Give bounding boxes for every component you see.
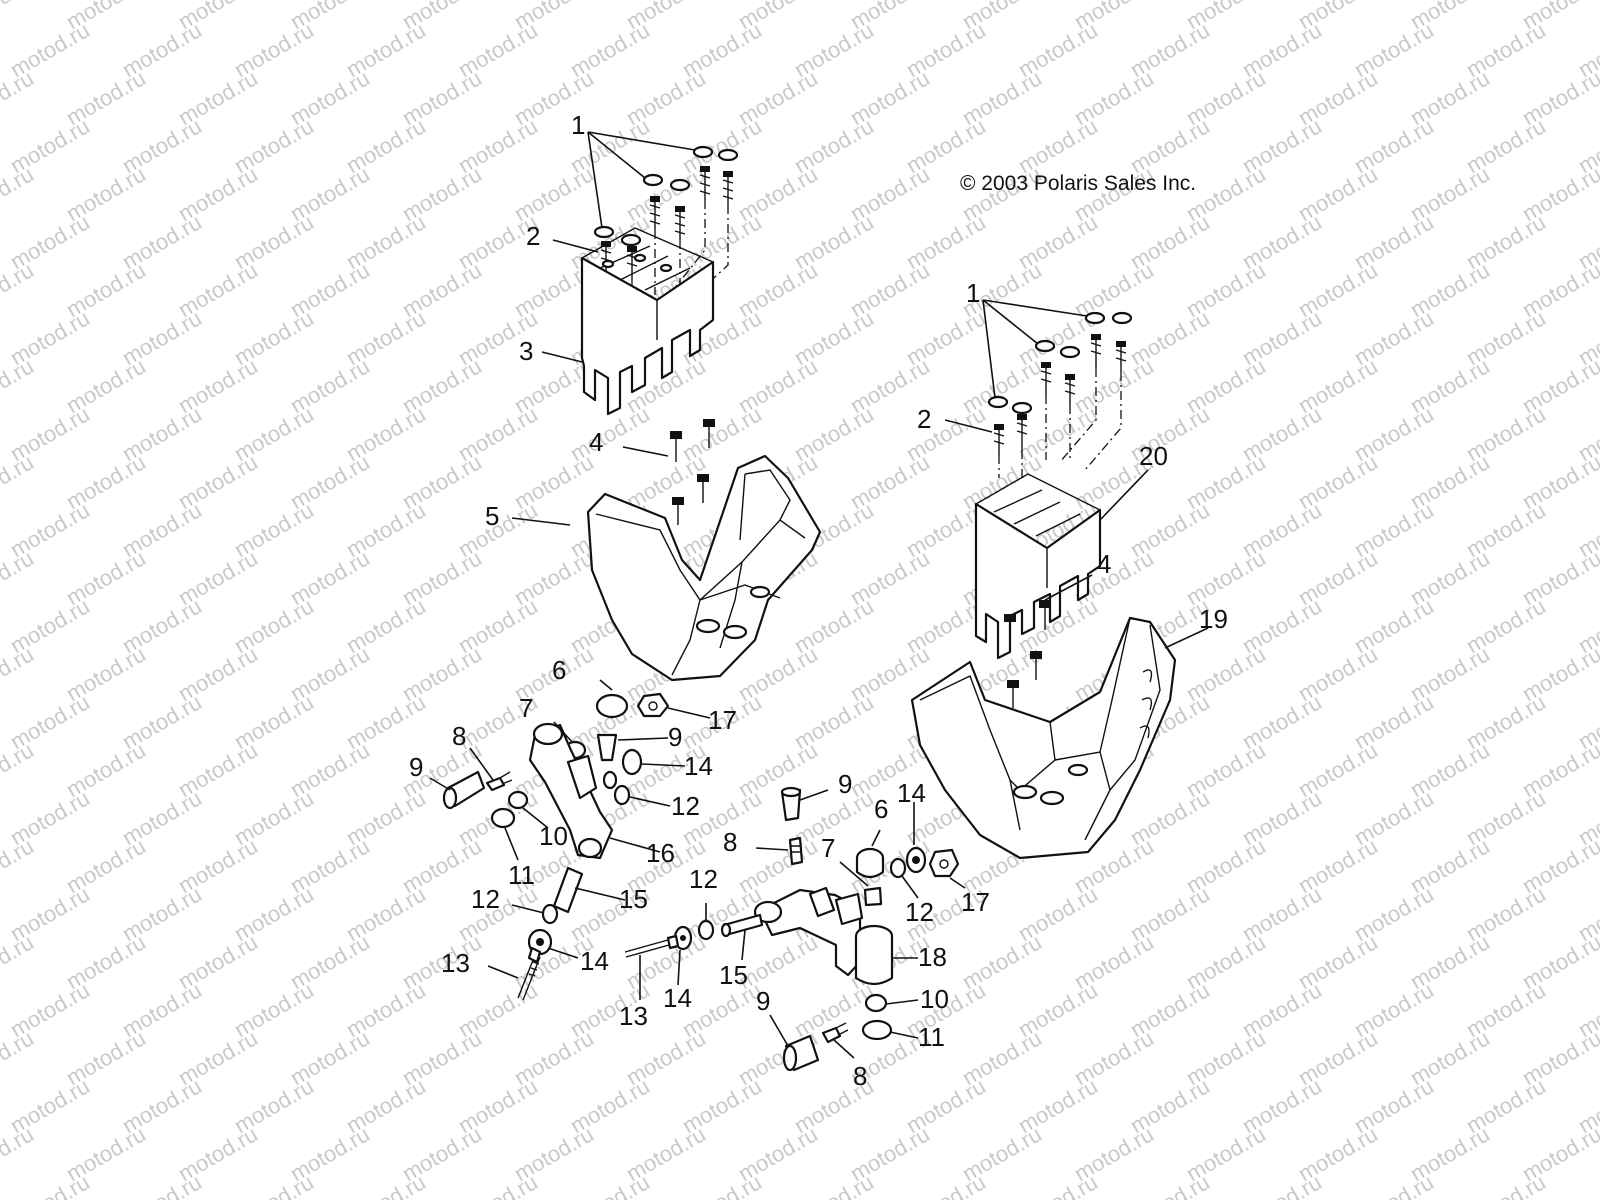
callout-20: 20 bbox=[1139, 441, 1168, 471]
callout-12: 12 bbox=[471, 884, 500, 914]
watermark-text: motod.ru bbox=[0, 161, 38, 226]
callout-numbers: 1 2 3 4 5 1 2 20 4 19 6 17 7 9 8 9 14 12… bbox=[409, 110, 1228, 1091]
watermark-text: motod.ru bbox=[1238, 1169, 1326, 1200]
callout-15: 15 bbox=[719, 960, 748, 990]
callout-6: 6 bbox=[874, 794, 888, 824]
skid-plate-part-5 bbox=[511, 454, 822, 682]
watermark-text: motod.ru bbox=[902, 1169, 990, 1200]
callout-9: 9 bbox=[668, 722, 682, 752]
watermark-text: motod.ru bbox=[342, 1169, 430, 1200]
callout-11: 11 bbox=[508, 860, 535, 890]
callout-8: 8 bbox=[723, 827, 737, 857]
watermark-text: motod.ru bbox=[1014, 1169, 1102, 1200]
watermark-text: motod.ru bbox=[0, 1025, 38, 1090]
skid-plate-part-19 bbox=[910, 616, 1209, 860]
callout-4: 4 bbox=[589, 427, 603, 457]
watermark-text: motod.ru bbox=[0, 257, 38, 322]
callout-4: 4 bbox=[1097, 549, 1111, 579]
bolts-part-4-left bbox=[622, 419, 715, 525]
callout-19: 19 bbox=[1199, 604, 1228, 634]
watermark-text: motod.ru bbox=[0, 833, 38, 898]
callout-8: 8 bbox=[853, 1061, 867, 1091]
watermark-text: motod.ru bbox=[1126, 1169, 1214, 1200]
watermark-text: motod.ru bbox=[0, 65, 38, 130]
watermark-text: motod.ru bbox=[0, 737, 38, 802]
lower-left-lever-assembly bbox=[429, 679, 711, 1001]
watermark-text: motod.ru bbox=[1462, 1169, 1550, 1200]
callout-15: 15 bbox=[619, 884, 648, 914]
callout-1: 1 bbox=[571, 110, 585, 140]
watermark-text: motod.ru bbox=[1350, 1169, 1438, 1200]
callout-17: 17 bbox=[961, 887, 990, 917]
callout-9: 9 bbox=[756, 986, 770, 1016]
callout-12: 12 bbox=[689, 864, 718, 894]
watermark-text: motod.ru bbox=[230, 1169, 318, 1200]
watermark-text: motod.ru bbox=[1574, 1169, 1600, 1200]
callout-12: 12 bbox=[671, 791, 700, 821]
callout-6: 6 bbox=[552, 655, 566, 685]
callout-11: 11 bbox=[918, 1022, 945, 1052]
callout-16: 16 bbox=[646, 838, 675, 868]
lower-right-lever-assembly bbox=[624, 786, 966, 1072]
callout-13: 13 bbox=[619, 1001, 648, 1031]
callout-2: 2 bbox=[917, 404, 931, 434]
bracket-part-3 bbox=[541, 227, 715, 416]
callout-18: 18 bbox=[918, 942, 947, 972]
watermark-text: motod.ru bbox=[0, 0, 38, 34]
watermark-text: motod.ru bbox=[118, 1169, 206, 1200]
callout-9: 9 bbox=[838, 769, 852, 799]
watermark-text: motod.ru bbox=[790, 1169, 878, 1200]
watermark-text: motod.ru bbox=[0, 545, 38, 610]
callout-9: 9 bbox=[409, 752, 423, 782]
watermark-text: motod.ru bbox=[0, 449, 38, 514]
callout-13: 13 bbox=[441, 948, 470, 978]
watermark-text: motod.ru bbox=[6, 1169, 94, 1200]
callout-3: 3 bbox=[519, 336, 533, 366]
watermark-text: motod.ru bbox=[0, 641, 38, 706]
callout-14: 14 bbox=[684, 751, 713, 781]
watermark-text: motod.ru bbox=[0, 929, 38, 994]
copyright-notice: © 2003 Polaris Sales Inc. bbox=[960, 172, 1196, 195]
callout-10: 10 bbox=[920, 984, 949, 1014]
callout-14: 14 bbox=[580, 946, 609, 976]
callout-7: 7 bbox=[821, 833, 835, 863]
watermark-text: motod.ru bbox=[566, 1169, 654, 1200]
callout-8: 8 bbox=[452, 721, 466, 751]
watermark-text: motod.ru bbox=[454, 1169, 542, 1200]
callout-14: 14 bbox=[897, 778, 926, 808]
callout-12: 12 bbox=[905, 897, 934, 927]
watermark-text: motod.ru bbox=[0, 1121, 38, 1186]
callout-5: 5 bbox=[485, 501, 499, 531]
callout-1: 1 bbox=[966, 278, 980, 308]
callout-2: 2 bbox=[526, 221, 540, 251]
watermark-text: motod.ru bbox=[678, 1169, 766, 1200]
watermark-text: motod.ru bbox=[0, 353, 38, 418]
callout-7: 7 bbox=[519, 693, 533, 723]
callout-17: 17 bbox=[708, 705, 737, 735]
callout-10: 10 bbox=[539, 821, 568, 851]
callout-14: 14 bbox=[663, 983, 692, 1013]
bolts-part-4-right bbox=[1004, 574, 1093, 708]
